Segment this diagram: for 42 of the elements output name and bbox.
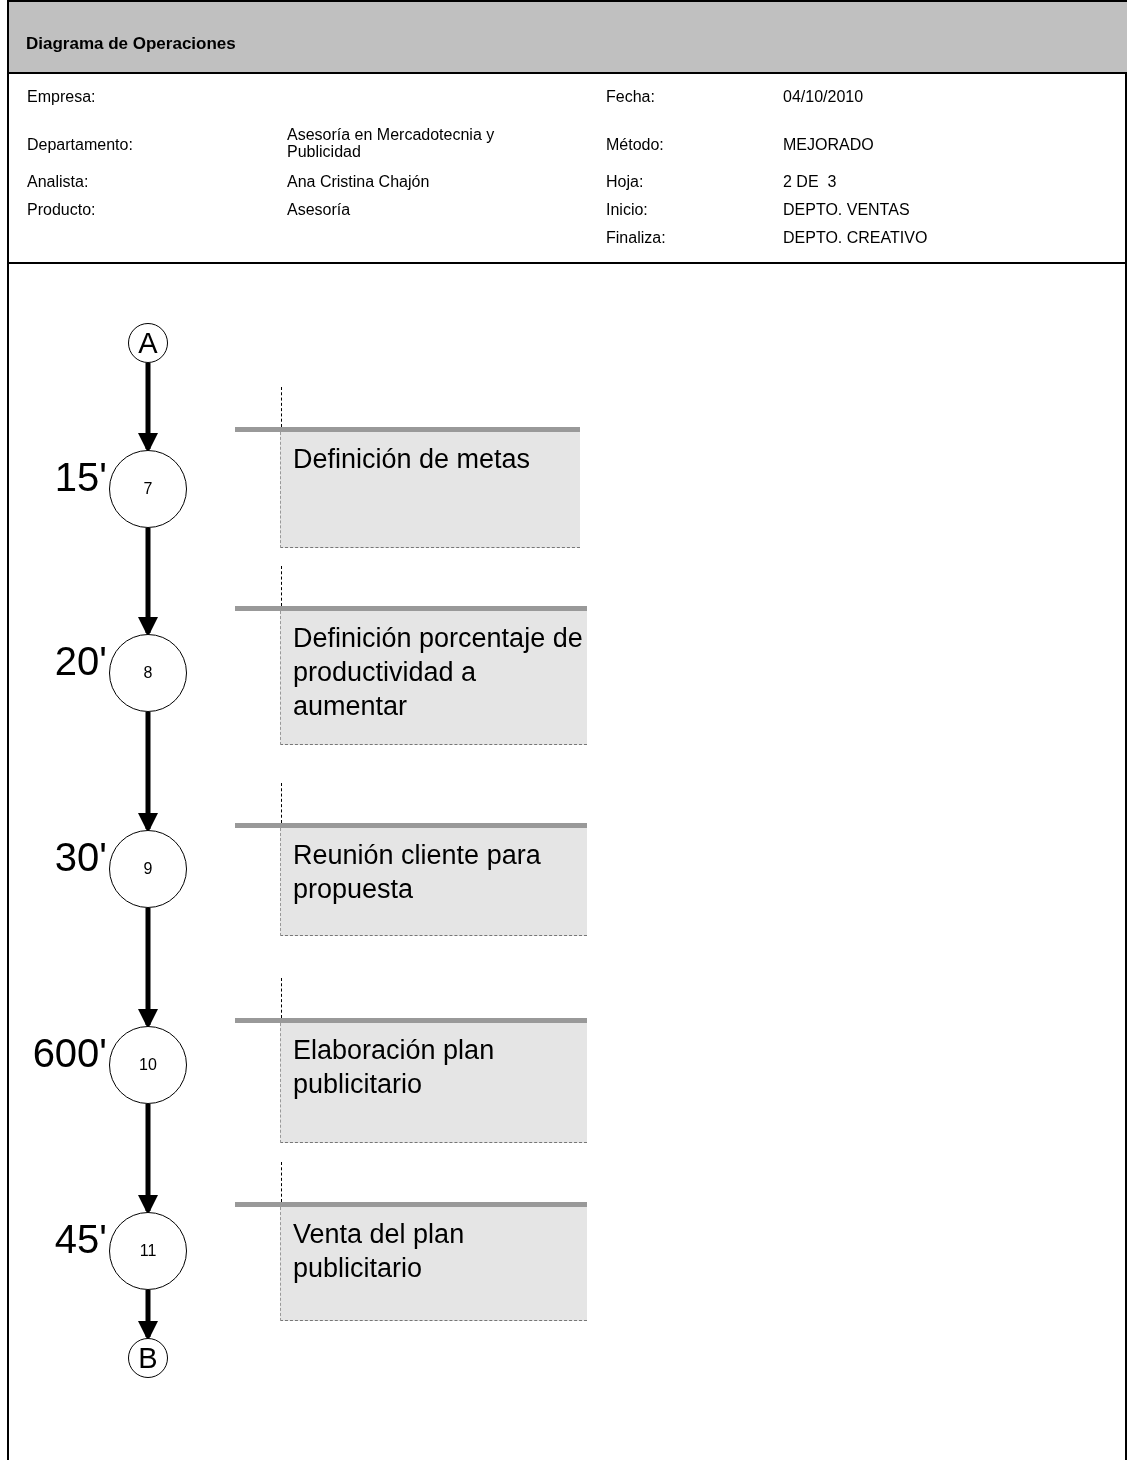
step-number: 8 [143, 664, 153, 682]
description-text: Elaboración plan publicitario [293, 1034, 496, 1101]
step-number: 11 [139, 1242, 157, 1260]
description-box [280, 1207, 587, 1321]
duration-label: 600' [31, 1031, 107, 1075]
description-box [280, 828, 587, 936]
duration-label: 30' [53, 835, 107, 879]
info-text: Finaliza: [606, 229, 666, 246]
info-text: Ana Cristina Chajón [287, 173, 430, 190]
connector-circle [128, 1338, 168, 1378]
info-text: Analista: [27, 173, 89, 190]
step-number: 10 [139, 1056, 157, 1074]
info-text: Método: [606, 136, 664, 153]
description-box [280, 1023, 587, 1143]
info-text: Departamento: [27, 136, 133, 153]
description-text: Venta del plan publicitario [293, 1218, 466, 1285]
info-text: DEPTO. CREATIVO [783, 229, 928, 246]
info-text: 04/10/2010 [783, 88, 864, 105]
connector-letter: B [138, 1341, 158, 1375]
info-text: 2 DE 3 [783, 173, 837, 190]
chart-title: Diagrama de Operaciones [26, 34, 236, 54]
info-text: MEJORADO [783, 136, 874, 153]
description-text: Definición porcentaje de productividad a aumentar [293, 622, 583, 723]
step-number: 7 [143, 480, 153, 498]
description-text: Definición de metas [293, 443, 532, 476]
connector-letter: A [138, 326, 158, 360]
info-text: Inicio: [606, 201, 648, 218]
description-box [280, 432, 580, 548]
info-text: Hoja: [606, 173, 644, 190]
info-text: Asesoría en Mercadotecnia y Publicidad [287, 126, 496, 160]
info-text: Producto: [27, 201, 96, 218]
description-box [280, 611, 587, 745]
step-number: 9 [143, 860, 153, 878]
connector-circle [128, 323, 168, 363]
description-text: Reunión cliente para propuesta [293, 839, 542, 906]
duration-label: 45' [53, 1217, 107, 1261]
duration-label: 20' [53, 639, 107, 683]
duration-label: 15' [53, 455, 107, 499]
info-text: Fecha: [606, 88, 655, 105]
info-text: DEPTO. VENTAS [783, 201, 910, 218]
info-text: Asesoría [287, 201, 351, 218]
info-text: Empresa: [27, 88, 96, 105]
